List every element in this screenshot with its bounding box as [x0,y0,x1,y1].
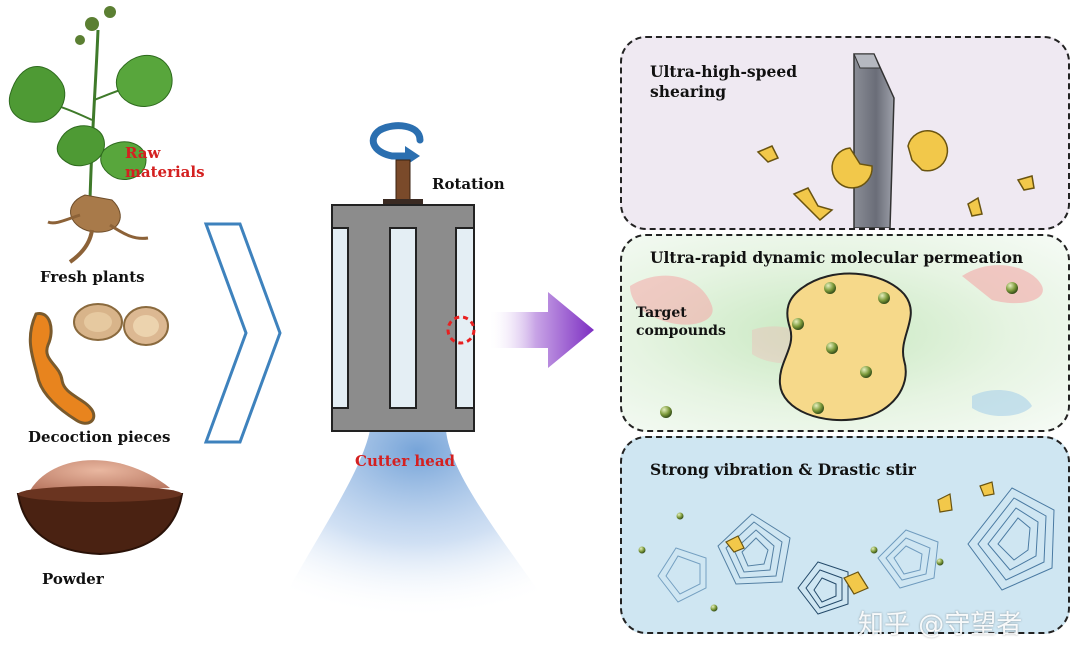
panel-vibration-title: Strong vibration & Drastic stir [650,460,916,479]
powder-bowl-illustration [16,460,184,556]
raw-materials-label-line1: Raw [125,144,161,162]
blade-icon [853,53,895,228]
powder-label: Powder [42,570,104,588]
panel-vibration: Strong vibration & Drastic stir [620,436,1070,634]
process-arrow-icon [488,292,594,368]
decoction-pieces-illustration [28,303,169,425]
vortex-icons [657,487,1055,615]
raw-materials-label-line2: materials [125,163,205,181]
spray-plume [262,430,572,640]
target-compounds-label: Target compounds [636,304,726,340]
molecule-spheres [660,282,1018,418]
panel-vibration-art [638,481,1055,615]
shaft-mount [383,199,423,207]
motor-shaft [395,159,411,201]
decoction-pieces-label: Decoction pieces [28,428,171,446]
raw-materials-label: Raw materials [125,144,205,182]
particle-fragments-small [725,481,995,595]
panel-permeation-title: Ultra-rapid dynamic molecular permeation [650,248,1024,267]
target-compound-ribbon-icon [630,265,1043,417]
cutter-head-label: Cutter head [355,452,456,470]
panel-shearing: Ultra-high-speed shearing [620,36,1070,230]
chevron-arrow-icon [203,222,282,444]
particle-fragments [756,130,1035,222]
panel-shearing-title-line1: Ultra-high-speed [650,62,798,81]
panel-shearing-title: Ultra-high-speed shearing [650,62,797,102]
panel-shearing-title-line2: shearing [650,82,727,101]
fresh-plant-illustration [8,6,173,264]
target-compounds-label-line2: compounds [636,323,726,339]
fresh-plants-label: Fresh plants [40,268,145,286]
cell-membrane-shape [778,272,912,422]
molecule-spheres-small [638,512,944,612]
target-compounds-label-line1: Target [636,305,687,321]
panel-shearing-art [756,53,1035,228]
panel-permeation: Ultra-rapid dynamic molecular permeation… [620,234,1070,432]
watermark-text: 知乎 @守望者 [858,610,1023,640]
cutter-head-body [331,204,476,432]
panel-permeation-art [630,265,1043,422]
rotation-label: Rotation [432,175,505,193]
